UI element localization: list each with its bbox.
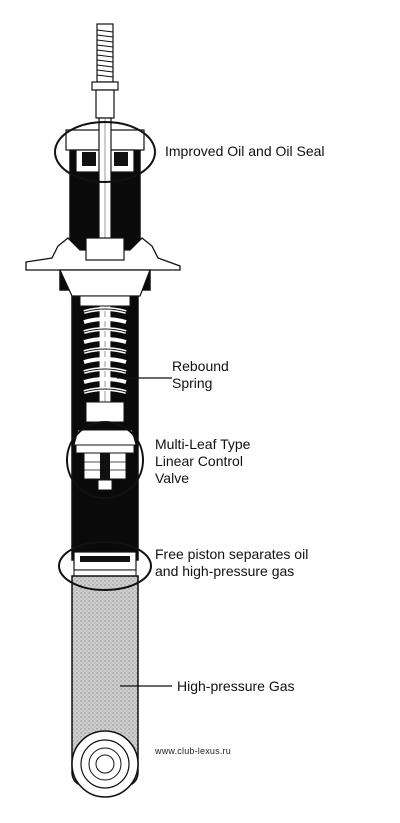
label-control-valve: Multi-Leaf Type Linear Control Valve — [155, 436, 250, 487]
label-high-pressure-gas: High-pressure Gas — [177, 678, 295, 694]
free-piston — [73, 551, 137, 577]
threaded-rod-end — [91, 23, 119, 119]
leader-lines — [117, 377, 172, 687]
label-rebound-spring: Rebound Spring — [172, 358, 229, 392]
oil-seal-callout — [54, 121, 156, 183]
label-rebound-spring-line2: Spring — [172, 375, 213, 391]
spring-seat-flange — [25, 237, 181, 307]
label-control-valve-line2: Linear Control — [155, 453, 243, 469]
bottom-mount-eye — [71, 730, 139, 798]
label-free-piston: Free piston separates oil and high-press… — [155, 546, 308, 580]
label-free-piston-line1: Free piston separates oil — [155, 546, 309, 562]
label-control-valve-line3: Valve — [155, 470, 189, 486]
label-free-piston-line2: and high-pressure gas — [155, 563, 295, 579]
free-piston-callout — [58, 541, 152, 591]
label-control-valve-line1: Multi-Leaf Type — [155, 436, 251, 452]
label-rebound-spring-line1: Rebound — [172, 358, 229, 374]
callout-circles — [54, 121, 156, 591]
label-oil-seal: Improved Oil and Oil Seal — [165, 143, 325, 159]
valve-callout — [66, 421, 144, 499]
watermark: www.club-lexus.ru — [155, 746, 231, 756]
